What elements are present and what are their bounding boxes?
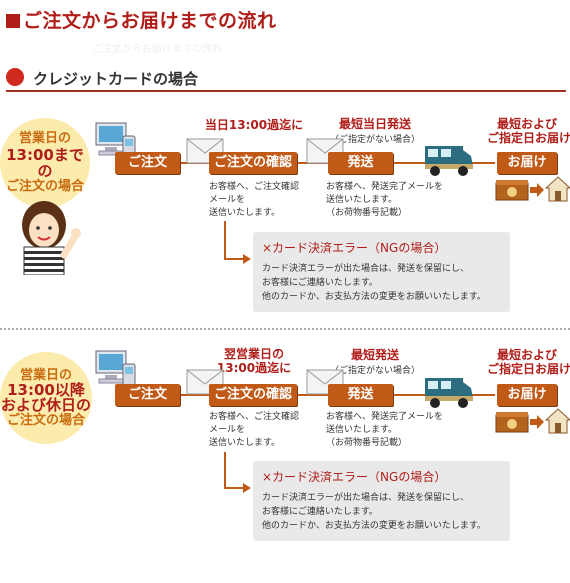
section-divider	[0, 328, 570, 330]
error-title: ×カード決済エラー（NGの場合）	[262, 470, 447, 484]
step-ship: 発送	[328, 384, 393, 406]
section-header: クレジットカードの場合	[6, 66, 566, 92]
ship-head: 最短当日発送（ご指定がない場合）	[329, 117, 420, 145]
flow-same-day: 営業日の 13:00までの ご注文の場合 ご注文 当日13:00過迄に ご注文の…	[0, 117, 570, 312]
error-box: ×カード決済エラー（NGの場合） カード決済エラーが出た場合は、発送を保留にし、…	[253, 461, 510, 541]
flow-line	[115, 394, 495, 396]
deliver-head: 最短およびご指定日お届け	[487, 117, 570, 145]
red-dot-icon	[6, 68, 24, 86]
arrow-right-icon	[530, 415, 544, 429]
step-deliver: お届け	[497, 152, 557, 174]
error-connector	[224, 258, 244, 260]
envelope-icon	[306, 138, 344, 164]
step-confirm: ご注文の確認	[209, 152, 297, 174]
deliver-head: 最短およびご指定日お届け	[487, 348, 570, 376]
title-square-icon	[6, 14, 20, 28]
error-connector	[224, 487, 244, 489]
step-order: ご注文	[115, 384, 180, 406]
error-arrow-icon	[243, 254, 251, 264]
confirm-head: 当日13:00過迄に	[204, 118, 304, 132]
package-icon	[495, 180, 529, 201]
person-illustration	[22, 201, 81, 275]
error-box: ×カード決済エラー（NGの場合） カード決済エラーが出た場合は、発送を保留にし、…	[253, 232, 510, 312]
step-ship: 発送	[328, 152, 393, 174]
confirm-note: お客様へ、ご注文確認 メールを 送信いたします。	[209, 412, 300, 448]
error-body: カード決済エラーが出た場合は、発送を保留にし、 お客様にご連絡いたします。 他の…	[262, 264, 486, 302]
package-icon	[495, 412, 529, 433]
error-connector	[224, 221, 226, 259]
error-title: ×カード決済エラー（NGの場合）	[262, 241, 447, 255]
step-deliver: お届け	[497, 384, 557, 406]
flow-badge: 営業日の 13:00以降 および休日の ご注文の場合	[0, 352, 92, 444]
house-icon	[545, 408, 570, 434]
ship-note: お客様へ、発送完了メールを 送信いたします。 （お荷物番号記載）	[326, 182, 444, 218]
page-title: ご注文からお届けまでの流れ	[6, 6, 277, 33]
confirm-note: お客様へ、ご注文確認 メールを 送信いたします。	[209, 182, 300, 218]
error-arrow-icon	[243, 483, 251, 493]
error-connector	[224, 452, 226, 488]
step-order: ご注文	[115, 152, 180, 174]
flow-line	[115, 162, 495, 164]
title-watermark: ご注文からお届けまでの流れ	[92, 44, 222, 55]
arrow-right-icon	[530, 183, 544, 197]
flow-badge: 営業日の 13:00までの ご注文の場合	[0, 118, 90, 208]
computer-phone-icon	[95, 350, 136, 387]
step-confirm: ご注文の確認	[209, 384, 297, 406]
ship-note: お客様へ、発送完了メールを 送信いたします。 （お荷物番号記載）	[326, 412, 444, 448]
delivery-truck-icon	[425, 146, 473, 176]
ship-head: 最短発送（ご指定がない場合）	[329, 348, 420, 376]
delivery-truck-icon	[425, 378, 473, 408]
section-title: クレジットカードの場合	[33, 70, 199, 88]
error-body: カード決済エラーが出た場合は、発送を保留にし、 お客様にご連絡いたします。 他の…	[262, 493, 486, 531]
